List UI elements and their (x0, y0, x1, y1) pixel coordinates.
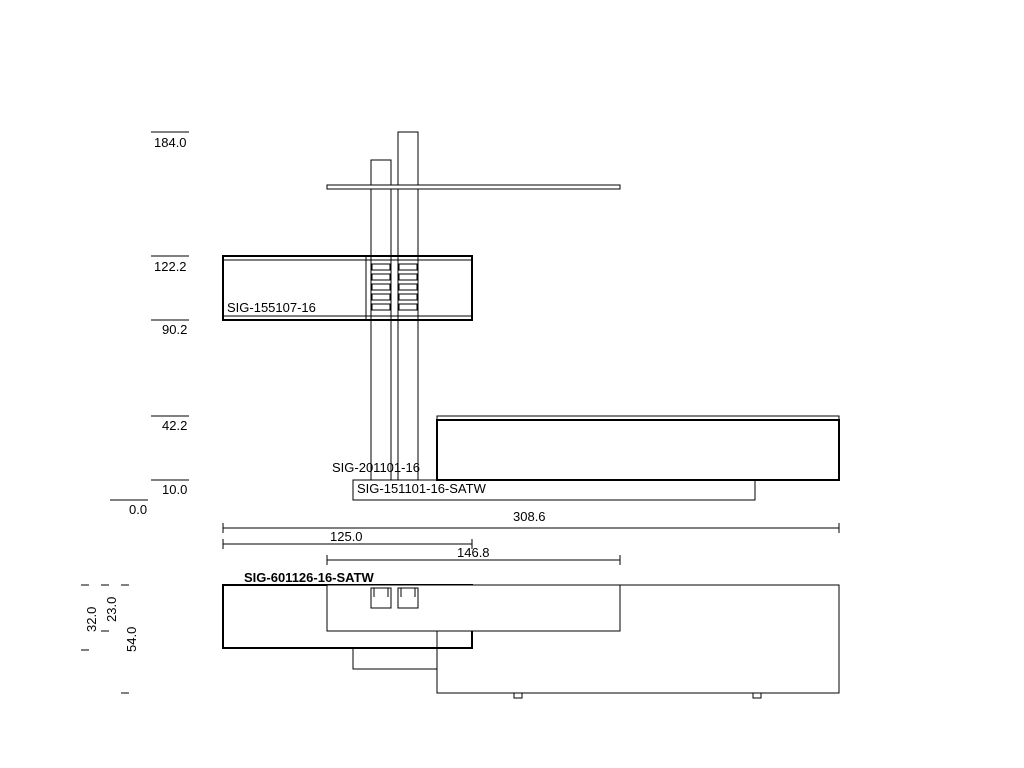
wall-mount-brackets (371, 263, 418, 311)
plan-foot-right (752, 692, 762, 699)
wall-unit-label: SIG-155107-16 (227, 300, 316, 315)
plan-base-unit (352, 647, 438, 670)
level-label-42: 42.2 (162, 418, 187, 433)
width-dimensions: 308.6 125.0 146.8 (222, 509, 840, 565)
tall-panels (370, 131, 419, 481)
dimension-overall: 308.6 (513, 509, 546, 524)
wall-unit-body (222, 255, 473, 321)
top-shelf (326, 184, 621, 190)
depth-54: 54.0 (124, 627, 139, 652)
plan-view (222, 584, 840, 699)
depth-23: 23.0 (104, 597, 119, 622)
elevation-scale: 184.0 122.2 90.2 42.2 10.0 0.0 (110, 131, 189, 517)
level-label-0: 0.0 (129, 502, 147, 517)
wall-unit: SIG-155107-16 (222, 255, 473, 321)
plan-panel-right (397, 587, 419, 609)
depth-32: 32.0 (84, 607, 99, 632)
dimension-shelf: 146.8 (457, 545, 490, 560)
plan-right-cabinet (436, 584, 840, 694)
right-cabinet-body (436, 419, 840, 481)
plan-panel-left (370, 587, 392, 609)
dimension-left: 125.0 (330, 529, 363, 544)
level-label-184: 184.0 (154, 135, 187, 150)
plan-unit-label: SIG-601126-16-SATW (244, 570, 375, 585)
level-label-122: 122.2 (154, 259, 187, 274)
base-unit-label: SIG-151101-16-SATW (357, 481, 487, 496)
level-label-90: 90.2 (162, 322, 187, 337)
level-label-10: 10.0 (162, 482, 187, 497)
right-cabinet (436, 415, 840, 481)
tall-panel-right (397, 131, 419, 481)
tall-panel-label: SIG-201101-16 (332, 460, 420, 475)
base-unit (352, 479, 756, 501)
depth-dimensions: 32.0 23.0 54.0 (81, 584, 139, 694)
plan-foot-left (513, 692, 523, 699)
